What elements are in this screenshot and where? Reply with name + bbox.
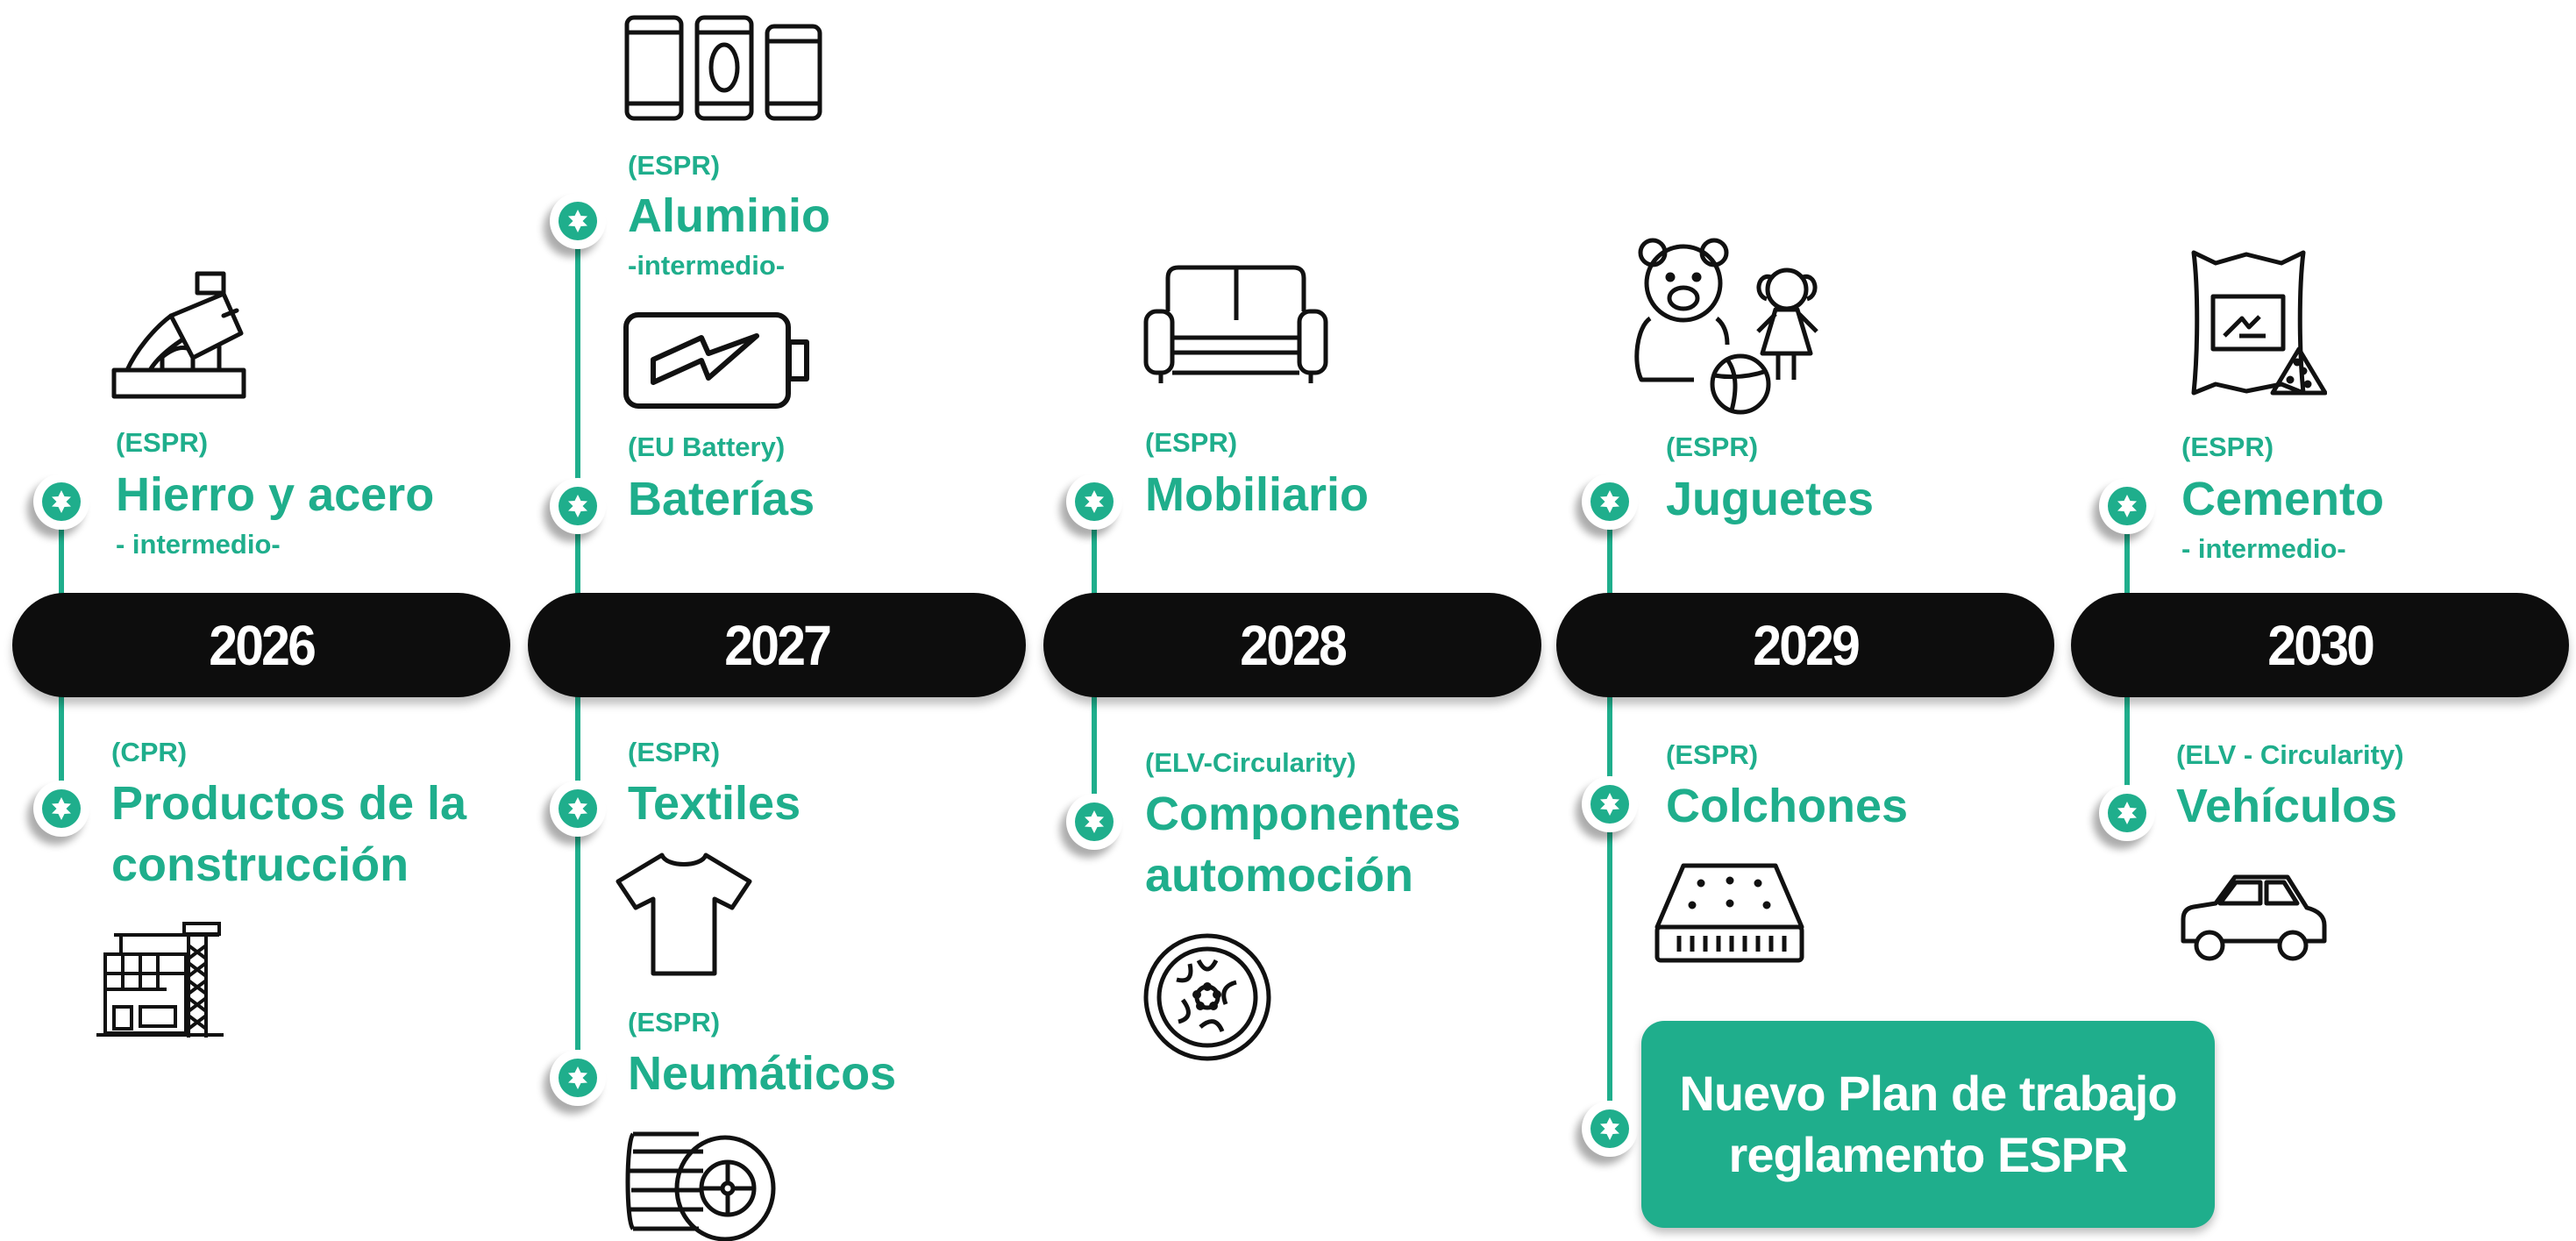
star-icon xyxy=(52,797,71,820)
toys-icon xyxy=(1634,238,1818,415)
item-name-textiles: Textiles xyxy=(628,777,801,830)
timeline-node-textiles xyxy=(550,781,606,837)
mattress-icon xyxy=(1654,863,1804,963)
item-name-neumaticos: Neumáticos xyxy=(628,1047,897,1100)
cans-icon xyxy=(624,15,822,121)
item-tag-cpr: (CPR) xyxy=(111,737,188,767)
star-icon xyxy=(52,490,71,513)
construction-crane-icon xyxy=(96,922,224,1038)
item-name-colchones: Colchones xyxy=(1666,780,1909,832)
item-tag-cemento: (ESPR) xyxy=(2181,431,2274,462)
star-icon xyxy=(2117,802,2137,824)
item-name-vehiculos: Vehículos xyxy=(2176,780,2398,832)
year-bar-2026: 2026 xyxy=(12,593,510,697)
sofa-icon xyxy=(1143,265,1328,383)
star-icon xyxy=(1085,810,1104,833)
connector-line-2026-bottom xyxy=(59,693,64,807)
item-tag-vehiculos: (ELV - Circularity) xyxy=(2176,739,2404,770)
ladle-steel-icon xyxy=(111,271,246,399)
item-name-componentes-line1: Componentes xyxy=(1145,788,1462,840)
timeline-node-hierro xyxy=(33,474,89,530)
battery-icon xyxy=(623,312,809,409)
star-icon xyxy=(568,1066,587,1089)
item-name-cemento: Cemento xyxy=(2181,473,2385,525)
year-label: 2026 xyxy=(209,613,317,677)
item-name-baterias: Baterías xyxy=(628,473,815,525)
year-label: 2030 xyxy=(2267,613,2375,677)
item-name-hierro: Hierro y acero xyxy=(116,468,435,521)
callout-line2: reglamento ESPR xyxy=(1728,1127,2129,1182)
star-icon xyxy=(1600,1117,1619,1140)
timeline-node-aluminio xyxy=(550,193,606,249)
timeline-node-cpr xyxy=(33,781,89,837)
item-tag-neumaticos: (ESPR) xyxy=(628,1007,721,1038)
item-name-cpr-line2: construcción xyxy=(111,838,409,891)
item-tag-componentes: (ELV-Circularity) xyxy=(1145,747,1356,778)
item-sub-cemento: - intermedio- xyxy=(2181,533,2346,564)
timeline-node-componentes xyxy=(1066,794,1122,850)
item-name-juguetes: Juguetes xyxy=(1666,473,1875,525)
item-sub-aluminio: -intermedio- xyxy=(628,250,786,281)
timeline-node-vehiculos xyxy=(2099,785,2155,841)
callout-line1: Nuevo Plan de trabajo xyxy=(1679,1066,2177,1121)
star-icon xyxy=(1085,490,1104,513)
item-name-componentes-line2: automoción xyxy=(1145,849,1413,902)
tires-icon xyxy=(625,1131,776,1241)
connector-line-2030-top xyxy=(2124,500,2130,596)
tshirt-icon xyxy=(616,852,752,976)
espr-workplan-callout: Nuevo Plan de trabajo reglamento ESPR xyxy=(1641,1021,2215,1228)
year-bar-2030: 2030 xyxy=(2071,593,2569,697)
year-bar-2028: 2028 xyxy=(1043,593,1541,697)
timeline-node-juguetes xyxy=(1582,474,1638,530)
item-name-mobiliario: Mobiliario xyxy=(1145,468,1369,521)
star-icon xyxy=(1600,490,1619,513)
car-icon xyxy=(2181,874,2327,961)
item-tag-colchones: (ESPR) xyxy=(1666,739,1759,770)
item-tag-textiles: (ESPR) xyxy=(628,737,721,767)
star-icon xyxy=(568,210,587,232)
year-bar-2029: 2029 xyxy=(1556,593,2054,697)
item-tag-aluminio: (ESPR) xyxy=(628,150,721,181)
item-name-cpr-line1: Productos de la xyxy=(111,777,467,830)
item-sub-hierro: - intermedio- xyxy=(116,529,281,560)
timeline-node-baterias xyxy=(550,478,606,534)
star-icon xyxy=(2117,495,2137,517)
timeline-node-colchones xyxy=(1582,776,1638,832)
item-tag-hierro: (ESPR) xyxy=(116,427,209,458)
year-label: 2028 xyxy=(1240,613,1348,677)
year-label: 2029 xyxy=(1753,613,1861,677)
star-icon xyxy=(568,495,587,517)
timeline-node-espr-plan xyxy=(1582,1101,1638,1157)
timeline-node-neumaticos xyxy=(550,1050,606,1106)
connector-line-2030-bottom xyxy=(2124,693,2130,816)
wheel-rim-icon xyxy=(1143,933,1271,1061)
year-label: 2027 xyxy=(724,613,832,677)
item-tag-mobiliario: (ESPR) xyxy=(1145,427,1238,458)
cement-bag-icon xyxy=(2191,250,2327,396)
year-bar-2027: 2027 xyxy=(528,593,1026,697)
callout-text: Nuevo Plan de trabajo reglamento ESPR xyxy=(1679,1063,2177,1186)
item-name-aluminio: Aluminio xyxy=(628,189,830,242)
timeline-node-cemento xyxy=(2099,478,2155,534)
connector-line-2026-top xyxy=(59,500,64,596)
star-icon xyxy=(1600,793,1619,816)
item-tag-juguetes: (ESPR) xyxy=(1666,431,1759,462)
star-icon xyxy=(568,797,587,820)
item-tag-baterias: (EU Battery) xyxy=(628,431,786,462)
timeline-node-mobiliario xyxy=(1066,474,1122,530)
